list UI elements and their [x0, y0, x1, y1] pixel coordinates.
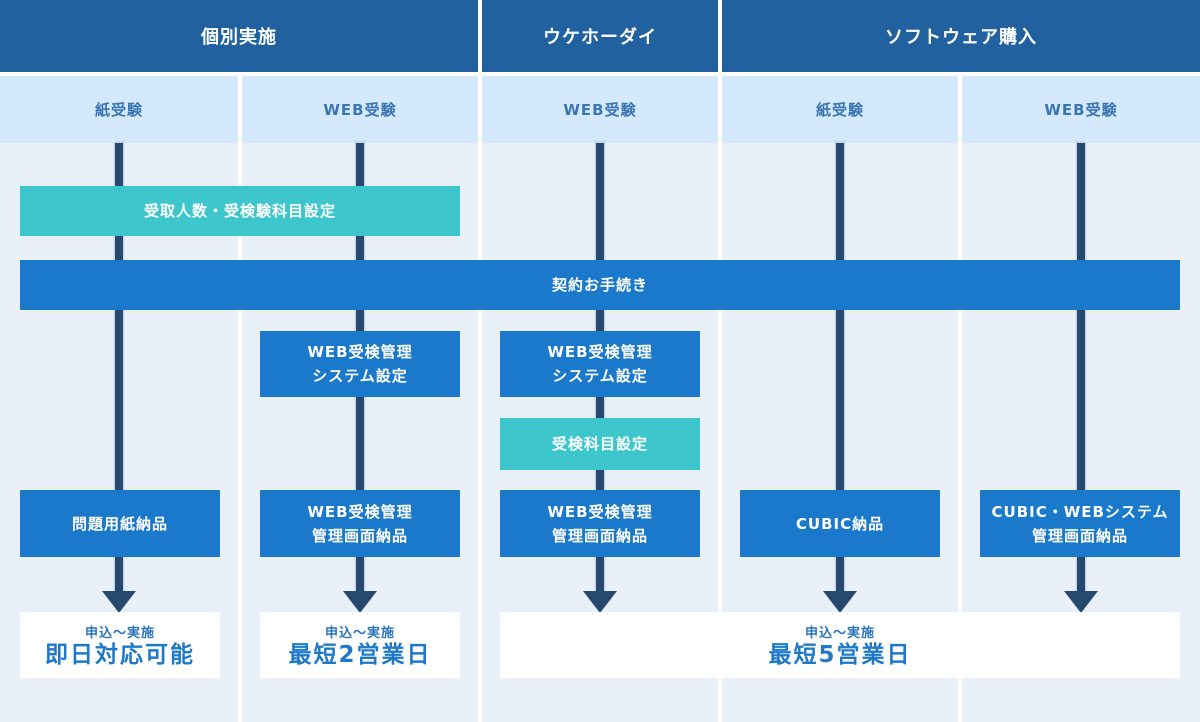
method-label: WEB受験 — [323, 101, 397, 119]
flow-arrow-head-icon — [1064, 591, 1098, 613]
method-cell-web-2: WEB受験 — [482, 76, 718, 143]
method-cell-paper-1: 紙受験 — [0, 76, 238, 143]
method-cell-web-3: WEB受験 — [962, 76, 1200, 143]
result-box-5-business-days: 申込〜実施 最短5営業日 — [500, 612, 1180, 678]
method-label: WEB受験 — [563, 101, 637, 119]
step-label: 契約お手続き — [551, 276, 648, 294]
step-label: 受取人数・受検験科目設定 — [143, 202, 336, 220]
flow-arrow-head-icon — [102, 591, 136, 613]
step-label: WEB受検管理 — [307, 502, 413, 521]
result-box-2-business-days: 申込〜実施 最短2営業日 — [260, 612, 460, 678]
step-box-receive-count-subject-setup: 受取人数・受検験科目設定 — [20, 186, 460, 236]
step-box-web-system-setup-ukehodai: WEB受検管理 システム設定 — [500, 331, 700, 397]
plan-header-individual: 個別実施 — [0, 0, 478, 72]
plan-header-label: ウケホーダイ — [543, 27, 657, 48]
step-box-web-admin-delivery-individual: WEB受検管理 管理画面納品 — [260, 490, 460, 557]
step-box-subject-setup: 受検科目設定 — [500, 418, 700, 470]
method-label: 紙受験 — [815, 101, 864, 119]
step-box-contract-procedure: 契約お手続き — [20, 260, 1180, 310]
result-label: 申込〜実施 — [804, 625, 875, 641]
method-cell-web-1: WEB受験 — [242, 76, 478, 143]
result-box-same-day: 申込〜実施 即日対応可能 — [20, 612, 220, 678]
plan-header-label: ソフトウェア購入 — [885, 27, 1037, 48]
method-label: WEB受験 — [1044, 101, 1118, 119]
step-box-cubic-delivery: CUBIC納品 — [740, 490, 940, 557]
result-label: 申込〜実施 — [324, 625, 395, 641]
step-label: WEB受検管理 — [547, 502, 653, 521]
result-value: 最短2営業日 — [288, 641, 432, 668]
step-label: 問題用紙納品 — [71, 514, 168, 533]
step-label: 受検科目設定 — [551, 435, 648, 453]
step-box-web-admin-delivery-ukehodai: WEB受検管理 管理画面納品 — [500, 490, 700, 557]
step-box-web-system-setup-individual: WEB受検管理 システム設定 — [260, 331, 460, 397]
flow-arrow-head-icon — [583, 591, 617, 613]
step-box-paper-delivery: 問題用紙納品 — [20, 490, 220, 557]
method-label: 紙受験 — [94, 101, 143, 119]
step-label: システム設定 — [312, 367, 408, 385]
step-label: 管理画面納品 — [1031, 526, 1128, 545]
step-label: システム設定 — [552, 367, 648, 385]
step-label: WEB受検管理 — [547, 343, 653, 361]
flow-arrow-head-icon — [343, 591, 377, 613]
step-box-cubic-web-delivery: CUBIC・WEBシステム 管理画面納品 — [980, 490, 1180, 557]
step-label: 管理画面納品 — [551, 526, 648, 545]
flow-arrow-head-icon — [823, 591, 857, 613]
step-label: 管理画面納品 — [311, 526, 408, 545]
flow-arrow-line-5 — [1077, 143, 1085, 593]
result-value: 即日対応可能 — [45, 641, 195, 668]
result-label: 申込〜実施 — [84, 625, 155, 641]
plan-header-software-purchase: ソフトウェア購入 — [722, 0, 1200, 72]
flow-arrow-line-1 — [115, 143, 123, 593]
plan-header-ukehodai: ウケホーダイ — [482, 0, 718, 72]
plan-header-label: 個別実施 — [201, 27, 277, 48]
step-label: WEB受検管理 — [307, 343, 413, 361]
step-label: CUBIC・WEBシステム — [991, 502, 1169, 521]
method-cell-paper-2: 紙受験 — [722, 76, 958, 143]
step-label: CUBIC納品 — [795, 514, 885, 533]
flow-arrow-line-4 — [836, 143, 844, 593]
result-value: 最短5営業日 — [768, 641, 912, 668]
